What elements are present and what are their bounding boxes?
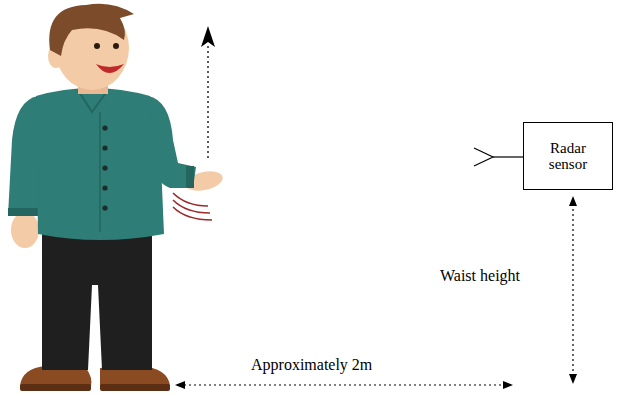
hair bbox=[49, 4, 134, 56]
mouth bbox=[96, 64, 124, 73]
placket bbox=[99, 112, 101, 232]
buttons bbox=[102, 125, 107, 210]
sleeve bbox=[148, 96, 196, 188]
height-label: Waist height bbox=[438, 267, 522, 285]
sensor-box: Radar sensor bbox=[523, 122, 613, 190]
distance-label: Approximately 2m bbox=[249, 356, 374, 374]
shoe-sole bbox=[20, 384, 91, 391]
eye bbox=[94, 43, 100, 49]
antenna-symbol bbox=[474, 148, 523, 166]
distance-dimension bbox=[175, 381, 513, 389]
cuff bbox=[186, 166, 194, 188]
shirt bbox=[36, 88, 164, 240]
box-text: Radar sensor bbox=[539, 140, 597, 172]
cuff bbox=[8, 208, 38, 216]
height-dimension bbox=[569, 196, 577, 384]
shoe-sole bbox=[100, 384, 170, 391]
person-figure bbox=[8, 4, 224, 391]
hand bbox=[11, 212, 39, 248]
motion-lines bbox=[173, 193, 212, 220]
eye bbox=[113, 43, 119, 49]
trousers bbox=[42, 222, 152, 370]
motion-arrow bbox=[201, 26, 215, 158]
